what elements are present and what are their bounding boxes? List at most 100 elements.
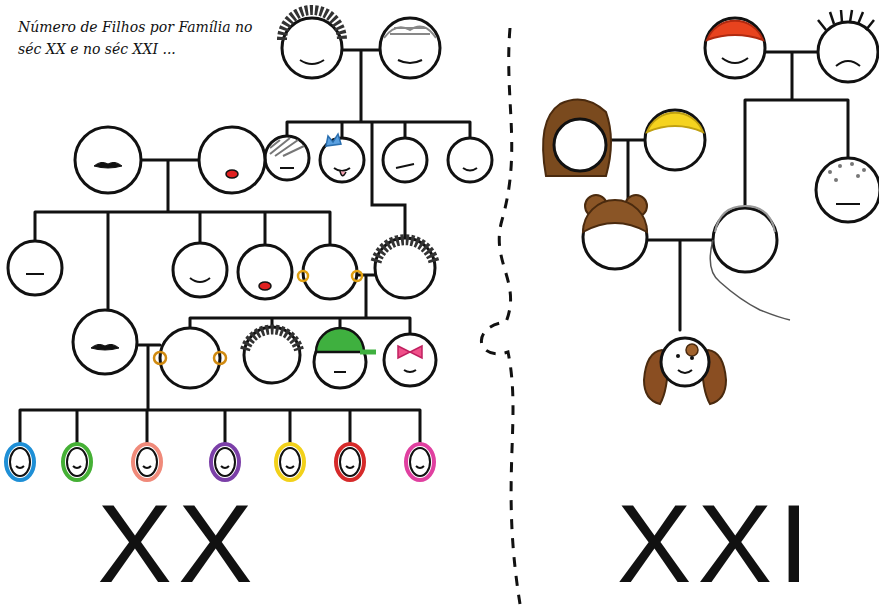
babies-part-part — [215, 448, 235, 476]
babies-part — [276, 444, 304, 480]
faces-xxi-part-part — [856, 174, 860, 178]
faces-xx-part — [238, 245, 292, 299]
faces-xx-part — [245, 329, 299, 350]
babies-part — [6, 444, 34, 480]
babies-part-part — [280, 448, 300, 476]
faces-xxi-part — [828, 162, 866, 182]
babies — [6, 444, 434, 480]
faces-xx-part — [199, 127, 265, 193]
faces-xxi-part — [818, 10, 874, 30]
faces-xx — [8, 10, 492, 388]
faces-xx-part — [334, 168, 350, 171]
faces-xxi-part-part — [838, 164, 842, 168]
babies-part — [10, 448, 430, 476]
faces-xxi-part — [676, 354, 680, 358]
faces-xxi-part-part — [862, 168, 866, 172]
faces-xx-part — [75, 127, 141, 193]
faces-xx-part — [375, 238, 435, 298]
faces-xxi-part — [818, 22, 878, 82]
faces-xx-part — [303, 245, 357, 299]
faces-xx-part — [8, 241, 62, 295]
heading-note: Número de Filhos por Família no séc XX e… — [18, 16, 268, 60]
babies-part-part — [211, 444, 239, 480]
faces-xx-part — [26, 273, 44, 275]
faces-xx-part — [298, 271, 308, 281]
faces-xx-part — [404, 370, 416, 372]
babies-part-part — [410, 448, 430, 476]
babies-part-part — [133, 444, 161, 480]
faces-xxi-part — [713, 208, 777, 272]
faces-xx-part — [463, 168, 477, 171]
faces-xx-part — [282, 10, 342, 40]
faces-xxi-part — [710, 240, 790, 320]
faces-xx-part — [376, 240, 434, 262]
faces-xx-part — [384, 26, 436, 38]
faces-xxi-part — [583, 200, 647, 232]
tree-lines-part — [35, 160, 330, 310]
faces-xx-part — [384, 334, 436, 386]
faces-xxi-part — [661, 338, 709, 386]
faces-xxi-part — [690, 356, 694, 360]
faces-xx-part — [352, 271, 362, 281]
babies-part — [406, 444, 434, 480]
faces-xx-part — [190, 278, 210, 282]
faces-xxi-part — [543, 100, 611, 177]
faces-xx-part — [160, 328, 220, 388]
faces-xx-part — [91, 344, 119, 350]
faces-xxi-part — [836, 203, 860, 205]
faces-xx-part — [316, 328, 364, 352]
faces-xx-part — [398, 60, 422, 63]
faces-xxi-part — [722, 58, 748, 63]
century-divider — [481, 28, 520, 604]
faces-xxi-part-part — [850, 162, 854, 166]
faces-xxi — [543, 10, 879, 404]
faces-xxi-part — [647, 113, 703, 132]
faces-xx-part — [226, 170, 238, 178]
faces-xx-part — [383, 138, 427, 182]
faces-xx-part — [73, 310, 137, 374]
faces-xx-part — [340, 171, 346, 176]
faces-xxi-part-part — [828, 170, 832, 174]
babies-part-part — [137, 448, 157, 476]
faces-xxi-part — [715, 206, 775, 232]
faces-xx-part — [360, 350, 376, 355]
babies-part-part — [340, 448, 360, 476]
babies-part-part — [63, 444, 91, 480]
faces-xxi-part — [705, 18, 765, 78]
babies-part — [211, 444, 239, 480]
faces-xxi-part-part — [834, 178, 838, 182]
faces-xxi-part — [707, 21, 763, 40]
faces-xx-part — [280, 167, 294, 169]
babies-part-part — [336, 444, 364, 480]
faces-xx-part — [214, 352, 226, 364]
faces-xx-part — [259, 282, 271, 290]
babies-part-part — [16, 466, 424, 468]
faces-xxi-part — [678, 370, 692, 373]
faces-xx-part — [173, 243, 227, 297]
faces-xx-part — [398, 346, 422, 358]
faces-xx-part — [270, 138, 304, 156]
faces-xx-part — [396, 164, 414, 168]
faces-xx-part — [282, 18, 342, 78]
faces-xx-part — [334, 371, 346, 373]
babies-part-part — [406, 444, 434, 480]
faces-xxi-part — [816, 158, 879, 222]
faces-xx-part — [94, 162, 122, 168]
faces-xxi-part — [836, 61, 860, 66]
century-label: XX — [97, 488, 258, 600]
tree-lines-part — [610, 52, 848, 330]
faces-xx-part — [380, 18, 440, 78]
tree-lines — [20, 50, 848, 443]
faces-xxi-part — [686, 344, 698, 356]
century-label: XXI — [617, 488, 816, 600]
babies-part-part — [67, 448, 87, 476]
faces-xx-part — [265, 136, 309, 180]
faces-xx-part — [154, 352, 166, 364]
babies-part — [63, 444, 91, 480]
babies-part — [133, 444, 161, 480]
faces-xxi-part — [554, 119, 606, 171]
babies-part — [336, 444, 364, 480]
babies-part-part — [10, 448, 30, 476]
faces-xx-part — [326, 134, 341, 146]
